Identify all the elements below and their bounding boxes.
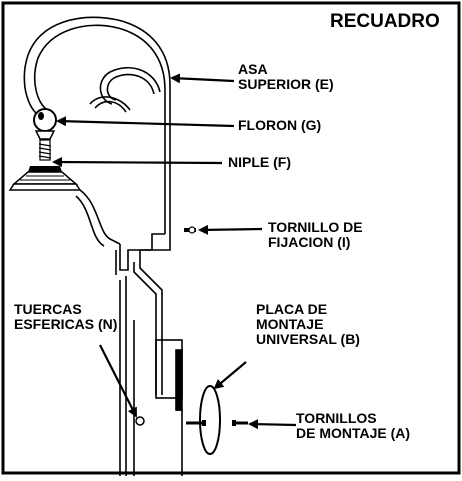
mounting-screws — [186, 420, 248, 426]
label-mounting-plate-line1: PLACA DE — [256, 301, 328, 317]
label-upper-handle: ASA SUPERIOR (E) — [238, 62, 334, 92]
arrow-set-screw — [198, 224, 263, 235]
mounting-plate — [199, 385, 221, 455]
label-ball-nuts-line2: ESFERICAS (N) — [14, 316, 118, 332]
lantern-bracket — [75, 189, 165, 275]
label-mounting-screws-line2: DE MONTAJE (A) — [296, 425, 411, 441]
arrow-finial — [56, 116, 235, 128]
label-mounting-plate: PLACA DE MONTAJE UNIVERSAL (B) — [256, 302, 360, 347]
label-set-screw-line2: FIJACION (I) — [268, 234, 351, 250]
lantern-cap — [8, 166, 82, 191]
label-upper-handle-line1: ASA — [238, 61, 268, 77]
arrow-upper-handle — [170, 73, 235, 84]
label-nipple: NIPLE (F) — [228, 154, 291, 170]
lamp-post — [119, 234, 183, 476]
arrow-mounting-screws — [248, 419, 297, 430]
label-set-screw: TORNILLO DE FIJACION (I) — [268, 220, 363, 250]
callout-arrows — [52, 73, 297, 430]
arrow-mounting-plate — [213, 361, 247, 390]
label-set-screw-line1: TORNILLO DE — [268, 219, 363, 235]
arrow-ball-nuts — [99, 344, 137, 418]
set-screw — [184, 226, 196, 234]
label-upper-handle-line2: SUPERIOR (E) — [238, 76, 334, 92]
upper-handle-scroll — [23, 16, 171, 234]
label-mounting-screws: TORNILLOS DE MONTAJE (A) — [296, 411, 410, 441]
label-finial: FLORON (G) — [238, 117, 322, 133]
finial-ball — [33, 108, 57, 140]
label-mounting-screws-line1: TORNILLOS — [296, 410, 377, 426]
label-mounting-plate-line3: UNIVERSAL (B) — [256, 331, 360, 347]
label-mounting-plate-line2: MONTAJE — [256, 316, 324, 332]
label-ball-nuts: TUERCAS ESFERICAS (N) — [14, 302, 117, 332]
ball-nut — [135, 416, 145, 426]
inset-title: RECUADRO — [330, 11, 440, 32]
nipple-thread — [38, 139, 52, 161]
label-ball-nuts-line1: TUERCAS — [14, 301, 82, 317]
arrow-nipple — [52, 157, 223, 168]
